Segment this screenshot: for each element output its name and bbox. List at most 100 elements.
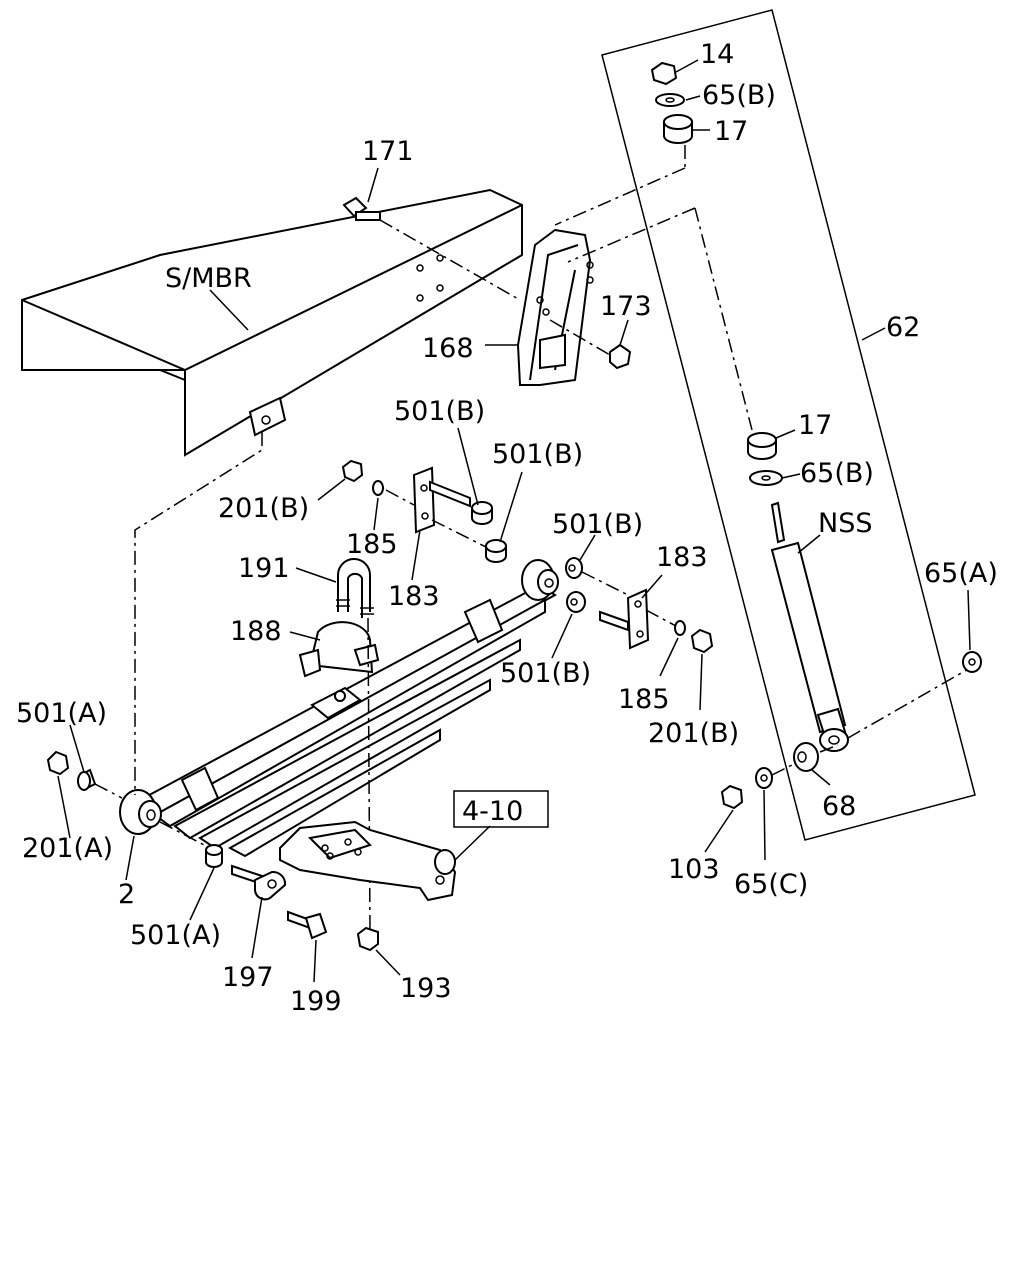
bushing-501b-b	[485, 539, 507, 563]
nut-201b-right	[690, 628, 714, 654]
leaf-spring	[119, 559, 559, 858]
shackle-plate-183-left	[412, 466, 471, 534]
snap-ring-185-right	[674, 620, 686, 636]
label-201b-left: 201(B)	[218, 493, 309, 524]
ref-box-4-10	[453, 790, 549, 828]
leader-65b-mid	[781, 473, 801, 479]
axis-top-to-bracket	[554, 167, 686, 226]
bushing-17-mid	[747, 432, 777, 460]
leader-4-10	[454, 825, 491, 861]
axis-68	[819, 744, 839, 753]
leader-197	[251, 896, 263, 959]
leader-501b-d	[551, 613, 573, 659]
nut-173	[609, 343, 632, 370]
axis-shock-lower	[847, 667, 971, 739]
label-501b-a: 501(B)	[394, 396, 485, 427]
nut-201a	[46, 750, 70, 776]
shock-absorber	[770, 501, 849, 752]
leader-501b-b	[499, 471, 523, 543]
washer-65a-right	[962, 651, 982, 673]
snap-ring-185-left	[372, 480, 384, 496]
label-65b-mid: 65(B)	[800, 458, 874, 489]
bolt-171	[342, 196, 381, 221]
leader-501a-bottom	[189, 867, 215, 921]
leader-199	[313, 939, 317, 983]
bushing-501a-top	[77, 768, 97, 791]
label-14: 14	[700, 39, 734, 70]
label-191: 191	[238, 553, 290, 584]
leader-501a-top	[69, 724, 85, 773]
label-65a-right: 65(A)	[924, 558, 998, 589]
label-171: 171	[362, 136, 414, 167]
side-member-frame	[21, 188, 523, 457]
label-188: 188	[230, 616, 282, 647]
shock-kit-frame-62	[601, 9, 976, 841]
leader-201a	[57, 775, 71, 839]
label-199: 199	[290, 986, 342, 1017]
leader-183-right	[641, 574, 663, 599]
label-183-left: 183	[388, 581, 440, 612]
leader-501b-a	[457, 427, 479, 506]
label-65b-top: 65(B)	[702, 80, 776, 111]
bushing-68	[793, 742, 819, 772]
nut-14	[650, 61, 678, 86]
axis-u-bolt	[367, 617, 371, 931]
label-193: 193	[400, 973, 452, 1004]
leader-185-left	[373, 497, 379, 531]
leader-188	[289, 631, 321, 641]
label-17-mid: 17	[798, 410, 832, 441]
leader-nss	[797, 534, 821, 554]
axis-bracket-to-shock-a	[567, 207, 696, 263]
nut-103	[720, 784, 744, 810]
axis-65c	[771, 763, 795, 776]
leader-201b-right	[699, 653, 703, 711]
leader-2	[125, 835, 135, 881]
leader-65a-right	[967, 589, 971, 651]
axis-frame-to-spring	[134, 432, 263, 795]
label-168: 168	[422, 333, 474, 364]
frame-label-leader	[209, 289, 249, 331]
leader-501b-c	[579, 534, 596, 561]
axis-bracket-to-shock-b	[694, 207, 753, 431]
axis-501a-bottom	[159, 821, 211, 849]
label-501a-bottom: 501(A)	[130, 920, 221, 951]
axis-501b-c	[581, 571, 631, 597]
shackle-pin-197	[231, 864, 287, 901]
leader-17-mid	[775, 429, 796, 439]
spring-seat-188	[298, 621, 380, 678]
leader-14	[675, 59, 699, 73]
label-173: 173	[600, 291, 652, 322]
bushing-501b-a	[471, 501, 493, 525]
label-nss: NSS	[818, 508, 872, 539]
leader-183-left	[411, 529, 421, 581]
bushing-501a-bottom	[205, 844, 223, 868]
label-501b-b: 501(B)	[492, 439, 583, 470]
washer-65c	[755, 767, 773, 789]
leader-191	[295, 567, 337, 583]
label-183-right: 183	[656, 542, 708, 573]
label-197: 197	[222, 962, 274, 993]
leader-103	[704, 809, 734, 853]
label-2: 2	[118, 879, 135, 910]
leader-65c	[763, 789, 766, 861]
axis-183-left	[431, 519, 489, 549]
label-201b-right: 201(B)	[648, 718, 739, 749]
label-65c: 65(C)	[734, 869, 808, 900]
washer-65b-top	[655, 93, 685, 107]
leader-201b-left	[317, 478, 346, 501]
axis-183-right	[645, 609, 677, 627]
axis-501a-top	[94, 783, 123, 799]
label-501a-top: 501(A)	[16, 698, 107, 729]
label-62: 62	[886, 312, 920, 343]
label-17-top: 17	[714, 116, 748, 147]
label-185-right: 185	[618, 684, 670, 715]
bushing-17-top	[663, 114, 693, 144]
label-103: 103	[668, 854, 720, 885]
leader-171	[367, 167, 379, 203]
nut-201b-left	[341, 459, 364, 483]
label-201a: 201(A)	[22, 833, 113, 864]
nut-173-axis	[549, 319, 611, 356]
label-185-left: 185	[346, 529, 398, 560]
label-501b-c: 501(B)	[552, 509, 643, 540]
